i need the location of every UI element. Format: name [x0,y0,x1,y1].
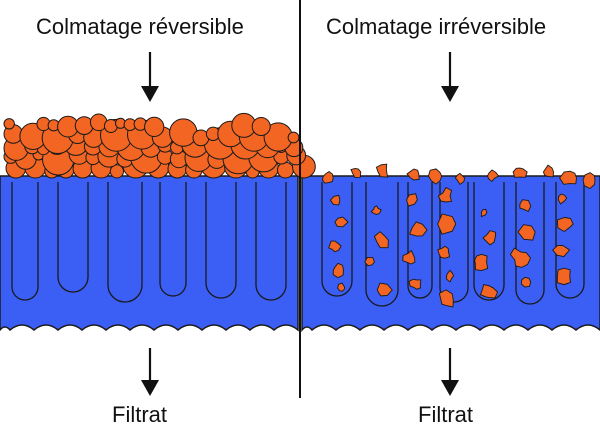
membrane-pore [57,182,89,293]
foulant [364,256,376,267]
foulant [509,247,532,268]
foulant [373,231,389,249]
foulant [582,172,596,190]
foulant [486,169,500,183]
arrow-down-icon [441,52,459,102]
membrane-pore [407,182,433,299]
label-filtrate-right: Filtrat [418,402,473,427]
foulant [512,167,528,178]
foulant [406,168,420,181]
particle [169,118,198,147]
foulant [375,163,389,178]
foulant [519,199,532,212]
membrane-pore [365,182,399,307]
arrow-down-icon [141,348,159,396]
foulant [321,171,334,184]
particle [109,164,125,179]
foulant [409,221,428,237]
particle [3,118,15,130]
foulant [328,240,342,253]
pores-left [11,182,287,303]
foulant [438,289,454,308]
arrow-down-icon [441,348,459,396]
foulant [332,262,344,279]
arrow-down-icon [141,52,159,102]
pores-right [321,182,585,307]
foulant [482,230,497,246]
membrane-pore [515,182,545,305]
label-filtrate-left: Filtrat [112,402,167,427]
membrane-pore [11,182,39,301]
foulant [437,186,453,203]
foulant [437,245,451,259]
membrane-pore [107,182,143,303]
foulant [517,224,536,241]
foulant [408,278,422,290]
membrane-pore [439,182,469,303]
title-irreversible-fouling: Colmatage irréversible [326,14,547,39]
foulant [552,244,571,258]
foulant [520,276,532,288]
foulant [479,283,499,299]
foulant [556,217,574,233]
foulant [350,167,362,178]
foulant [474,253,489,272]
foulant [556,267,571,286]
foulant [437,213,457,235]
title-reversible-fouling: Colmatage réversible [36,14,244,39]
membrane-pore [255,182,287,301]
membrane-pore [555,182,585,299]
particle [144,116,165,138]
foulant [329,194,341,206]
foulant [337,282,346,292]
particle [251,117,271,136]
foulant [559,170,577,185]
particle-cake-layer [3,112,316,179]
foulant [334,216,349,228]
foulant [376,282,393,297]
foulant [427,168,443,185]
pore-foulants [321,163,596,308]
foulant [446,269,455,283]
foulant [454,172,466,186]
foulant [480,208,488,218]
membrane-pore [473,182,505,301]
foulant [402,249,416,265]
membrane-pore [205,182,237,299]
foulant [557,193,568,205]
membrane-pore [159,182,187,297]
membrane-pore [321,182,353,297]
foulant [542,164,555,178]
particle [277,161,294,179]
particle [287,131,300,144]
foulant [370,205,382,215]
membrane-left [0,175,299,332]
foulant [406,193,418,207]
